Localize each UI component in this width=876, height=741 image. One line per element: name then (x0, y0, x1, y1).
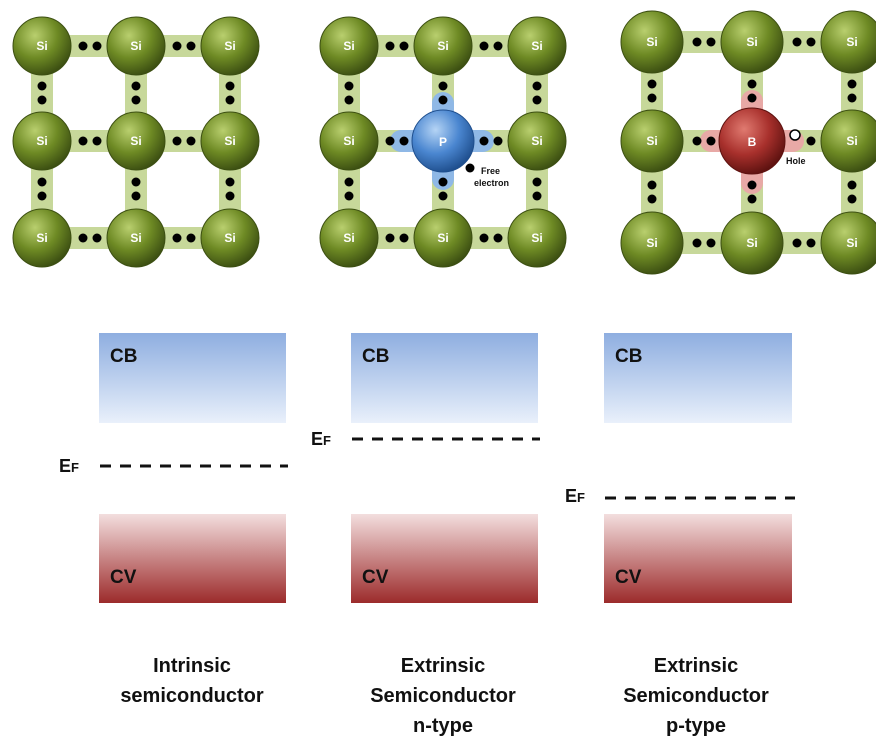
silicon-atom: Si (820, 211, 876, 275)
caption-line: semiconductor (120, 685, 264, 707)
svg-text:Si: Si (437, 39, 448, 53)
silicon-atom: Si (620, 10, 684, 74)
caption-intrinsic: Intrinsic semiconductor (82, 651, 302, 711)
silicon-atom: Si (106, 208, 166, 268)
silicon-atom: Si (12, 208, 72, 268)
svg-text:Si: Si (746, 35, 757, 49)
caption-line: Extrinsic (400, 655, 486, 677)
svg-text:Si: Si (646, 35, 657, 49)
silicon-atom: Si (620, 211, 684, 275)
cb-label: CB (615, 346, 642, 367)
silicon-atom: Si (720, 211, 784, 275)
svg-text:Si: Si (846, 236, 857, 250)
caption-line: Semiconductor (370, 685, 516, 707)
valence-band (604, 514, 792, 603)
free-electron-icon (465, 163, 475, 173)
svg-text:Si: Si (36, 134, 47, 148)
silicon-atom: Si (507, 208, 567, 268)
phosphorus-atom: P (411, 109, 475, 173)
silicon-atom: Si (200, 208, 260, 268)
svg-text:Si: Si (130, 231, 141, 245)
fermi-level-label: EF (59, 456, 79, 476)
conduction-band (351, 333, 538, 423)
cv-label: CV (615, 567, 642, 588)
valence-band (351, 514, 538, 603)
svg-text:Si: Si (224, 134, 235, 148)
caption-line: Intrinsic (153, 655, 231, 677)
svg-text:Si: Si (224, 231, 235, 245)
silicon-atom: Si (200, 16, 260, 76)
silicon-atom: Si (200, 111, 260, 171)
lattice-p-type: Si Si Si Si B Si Si Si Si Hole (620, 10, 876, 275)
electron-pairs (344, 41, 542, 243)
silicon-atom: Si (319, 16, 379, 76)
svg-text:Si: Si (646, 236, 657, 250)
svg-text:Si: Si (531, 231, 542, 245)
lattice-n-type: Si Si Si Si P Si Si Si Si Free electron (319, 16, 567, 268)
free-electron-label: Free (481, 166, 500, 176)
cv-label: CV (110, 567, 137, 588)
silicon-atom: Si (106, 111, 166, 171)
hole-icon (789, 129, 801, 141)
svg-text:Si: Si (36, 39, 47, 53)
conduction-band (99, 333, 286, 423)
silicon-atom: Si (820, 109, 876, 173)
caption-p-type: Extrinsic Semiconductor p-type (586, 651, 806, 741)
svg-text:Si: Si (224, 39, 235, 53)
cv-label: CV (362, 567, 389, 588)
conduction-band (604, 333, 792, 423)
svg-text:Si: Si (343, 231, 354, 245)
caption-line: Semiconductor (623, 685, 769, 707)
svg-text:Si: Si (846, 134, 857, 148)
silicon-atom: Si (820, 10, 876, 74)
silicon-atom: Si (413, 16, 473, 76)
svg-text:B: B (748, 135, 757, 149)
silicon-atom: Si (620, 109, 684, 173)
silicon-atom: Si (12, 111, 72, 171)
cb-label: CB (362, 346, 389, 367)
svg-text:Si: Si (746, 236, 757, 250)
band-diagram-p-type: CB EF CV (565, 333, 795, 603)
silicon-atom: Si (319, 111, 379, 171)
caption-line: p-type (666, 715, 726, 737)
boron-atom: B (718, 107, 786, 175)
valence-band (99, 514, 286, 603)
svg-text:Si: Si (531, 39, 542, 53)
silicon-atom: Si (720, 10, 784, 74)
cb-label: CB (110, 346, 137, 367)
silicon-atom: Si (507, 16, 567, 76)
lattice-intrinsic: Si Si Si Si Si Si Si Si Si (12, 16, 260, 268)
svg-text:Si: Si (130, 134, 141, 148)
silicon-atom: Si (106, 16, 166, 76)
svg-text:Si: Si (343, 39, 354, 53)
svg-text:Si: Si (646, 134, 657, 148)
svg-text:Si: Si (36, 231, 47, 245)
silicon-atom: Si (507, 111, 567, 171)
silicon-atom: Si (12, 16, 72, 76)
fermi-level-label: EF (311, 429, 331, 449)
band-diagram-intrinsic: CB EF CV (59, 333, 288, 603)
svg-text:Si: Si (130, 39, 141, 53)
band-diagram-n-type: CB EF CV (311, 333, 540, 603)
caption-n-type: Extrinsic Semiconductor n-type (333, 651, 553, 741)
svg-text:P: P (439, 135, 447, 149)
svg-text:Si: Si (846, 35, 857, 49)
caption-line: n-type (413, 715, 473, 737)
silicon-atom: Si (319, 208, 379, 268)
silicon-atom: Si (413, 208, 473, 268)
electron-pairs (647, 37, 857, 248)
caption-line: Extrinsic (653, 655, 739, 677)
svg-text:Si: Si (437, 231, 448, 245)
svg-text:Si: Si (531, 134, 542, 148)
electron-pairs (37, 41, 235, 243)
hole-label: Hole (786, 156, 806, 166)
free-electron-label: electron (474, 178, 509, 188)
svg-text:Si: Si (343, 134, 354, 148)
fermi-level-label: EF (565, 486, 585, 506)
